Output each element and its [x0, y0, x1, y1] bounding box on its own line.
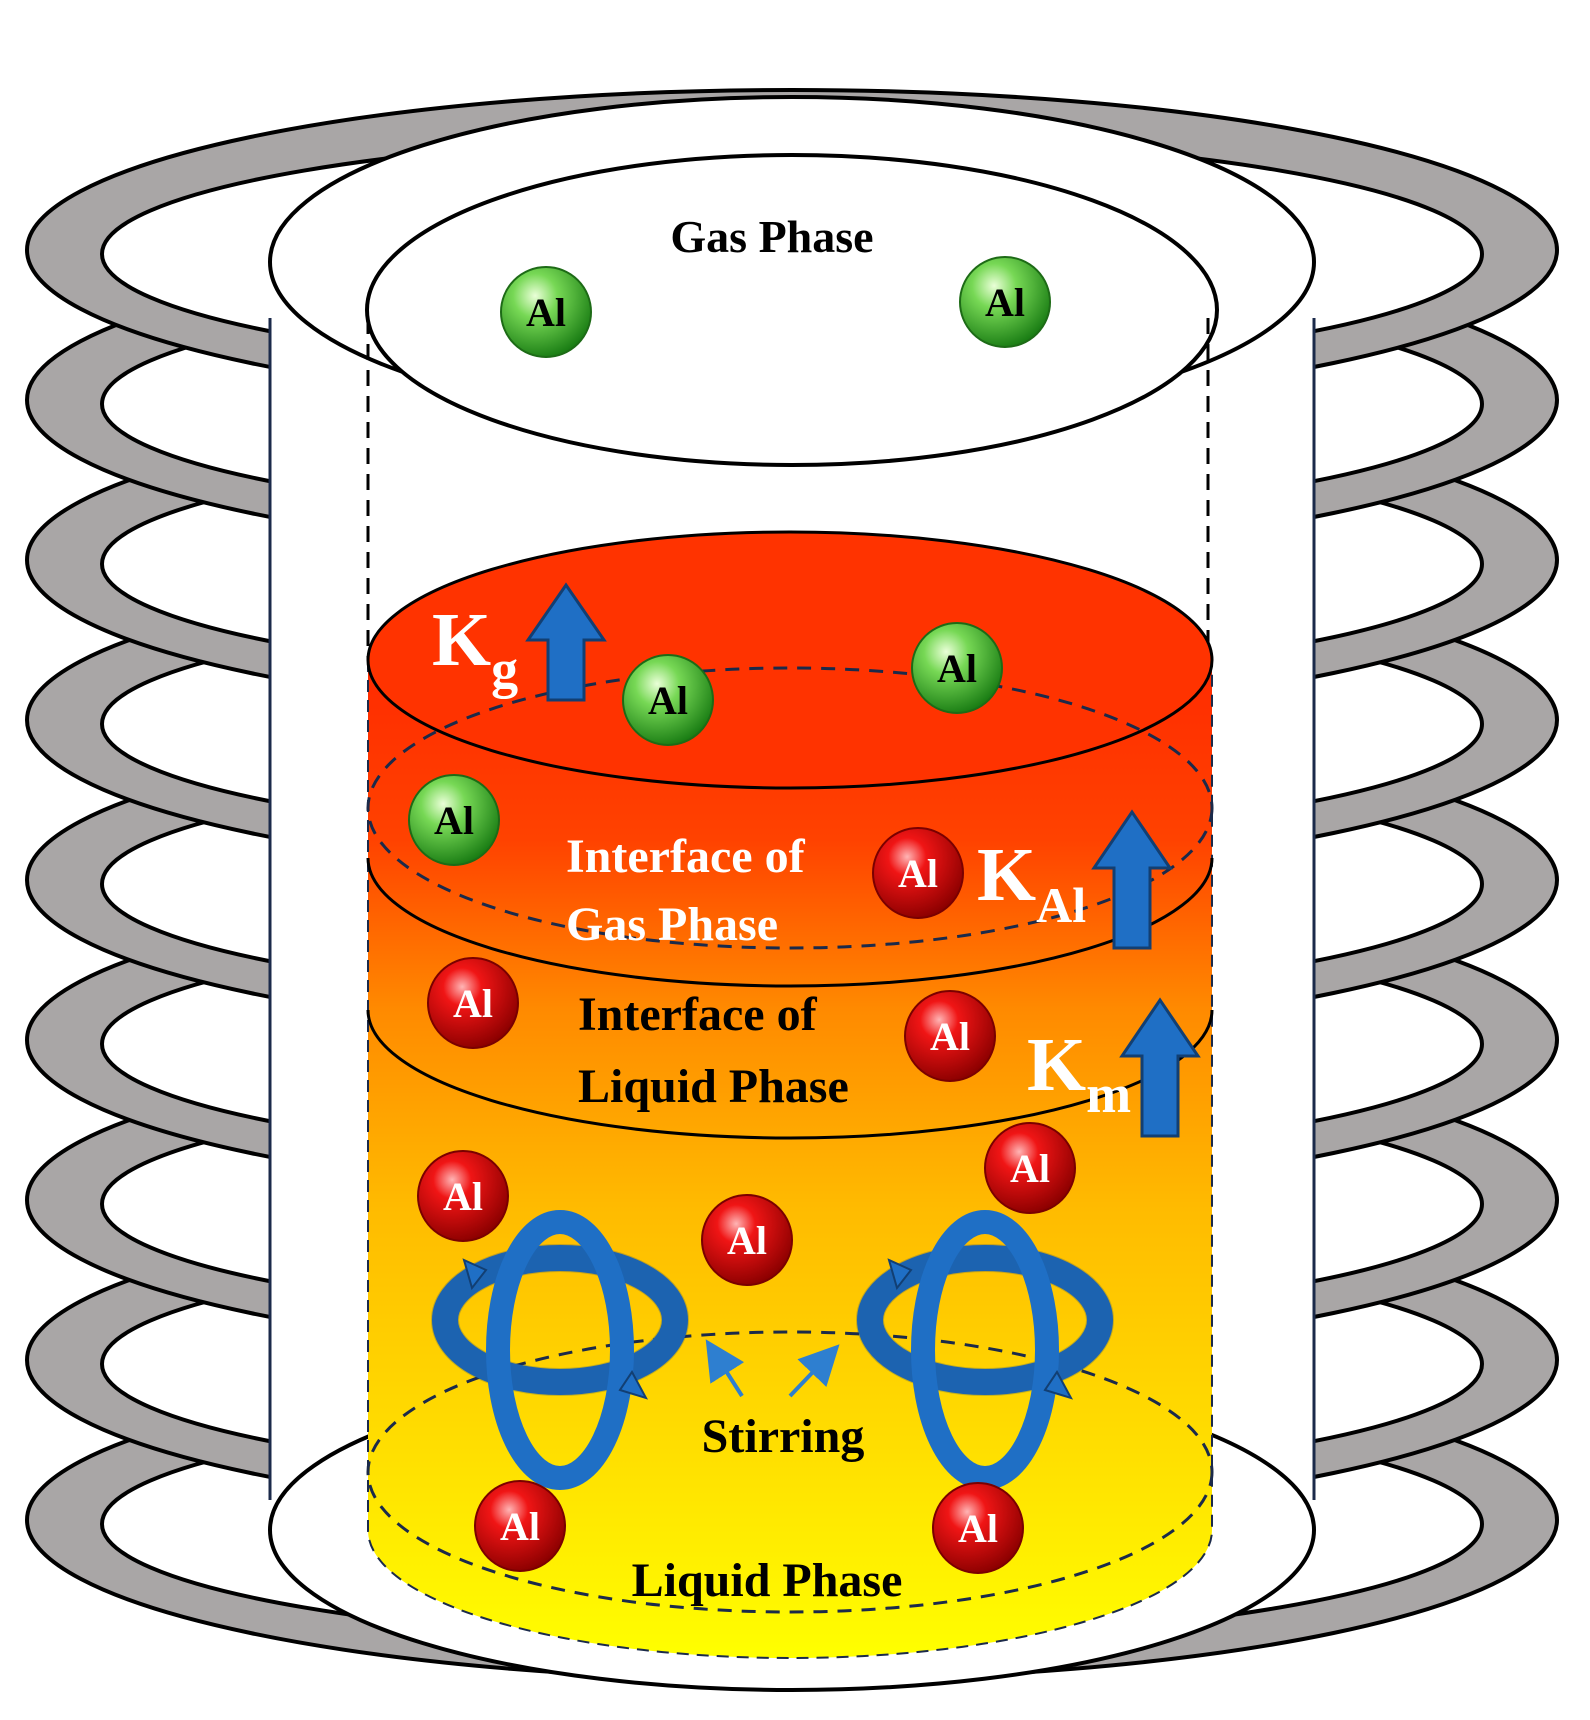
liquid-al-atom: Al	[984, 1122, 1076, 1214]
stirring-vortex-right	[856, 1210, 1114, 1490]
atom-label: Al	[727, 1218, 767, 1263]
kal-main: K	[977, 833, 1036, 917]
atom-label: Al	[453, 981, 493, 1026]
atom-label: Al	[526, 290, 566, 335]
liquid-phase-label: Liquid Phase	[632, 1554, 903, 1607]
stirring-pointer-left	[705, 1339, 745, 1398]
bottom-dashed-ring	[366, 1330, 1214, 1614]
kg-main: K	[432, 598, 491, 682]
kal-label: KAl	[977, 833, 1086, 933]
kg-subscript: g	[491, 639, 518, 699]
gas-phase-label: Gas Phase	[670, 211, 873, 262]
atom-label: Al	[648, 678, 688, 723]
gas-al-atom: Al	[959, 256, 1051, 348]
interface-gas-label-line1: Interface of	[566, 830, 806, 883]
liquid-al-atom: Al	[417, 1150, 509, 1242]
interface-liquid-label-line1: Interface of	[578, 988, 818, 1041]
atom-label: Al	[898, 851, 938, 896]
gas-al-atom: Al	[408, 774, 500, 866]
km-label: Km	[1027, 1023, 1131, 1124]
gas-al-atom: Al	[500, 266, 592, 358]
liquid-al-atom: Al	[701, 1194, 793, 1286]
gas-al-atom: Al	[622, 654, 714, 746]
stirring-vortex-left	[431, 1210, 689, 1490]
interface-gas-boundary	[366, 857, 1214, 988]
atom-label: Al	[985, 280, 1025, 325]
melt-top-surface	[366, 530, 1214, 790]
km-arrow	[1119, 997, 1201, 1138]
atom-label: Al	[958, 1506, 998, 1551]
interface-liquid-label-line2: Liquid Phase	[578, 1060, 849, 1113]
atom-label: Al	[1010, 1146, 1050, 1191]
km-subscript: m	[1086, 1064, 1131, 1124]
gas-al-atom: Al	[911, 622, 1003, 714]
atom-label: Al	[500, 1504, 540, 1549]
liquid-al-atom: Al	[872, 827, 964, 919]
kg-label: Kg	[432, 598, 518, 699]
liquid-al-atom: Al	[932, 1482, 1024, 1574]
atom-label: Al	[930, 1014, 970, 1059]
km-main: K	[1027, 1023, 1086, 1107]
stirring-pointer-right	[788, 1344, 840, 1398]
stirring-label: Stirring	[702, 1410, 865, 1463]
interface-gas-label-line2: Gas Phase	[566, 898, 778, 951]
crucible-opening	[365, 153, 1219, 467]
melt-column	[366, 530, 1214, 1659]
kal-subscript: Al	[1036, 877, 1086, 933]
atom-label: Al	[434, 798, 474, 843]
liquid-al-atom: Al	[474, 1480, 566, 1572]
liquid-al-atom: Al	[427, 957, 519, 1049]
atom-label: Al	[937, 646, 977, 691]
kal-arrow	[1091, 809, 1173, 950]
liquid-al-atom: Al	[904, 990, 996, 1082]
atom-label: Al	[443, 1174, 483, 1219]
surface-dashed-ring	[366, 666, 1214, 950]
kg-arrow	[525, 582, 607, 702]
melt-body	[367, 659, 1213, 1659]
